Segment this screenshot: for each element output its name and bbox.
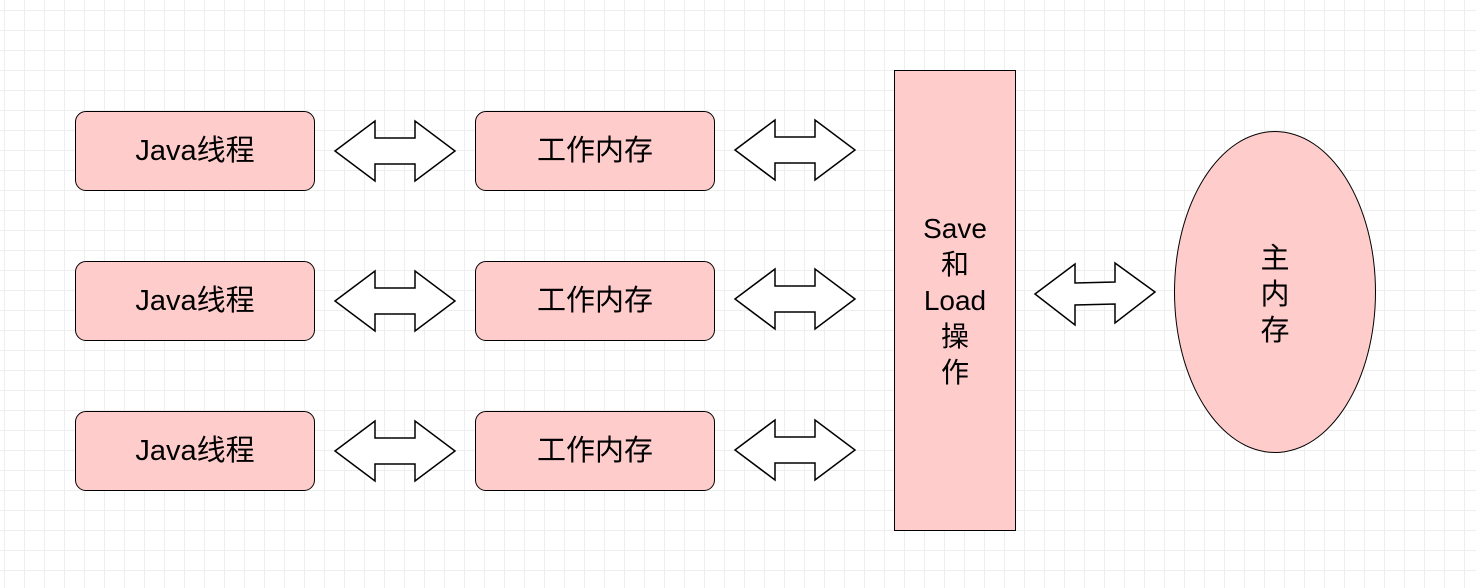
main-memory-node[interactable]: 主 内 存 bbox=[1174, 131, 1376, 453]
save-load-label-line-2: 和 bbox=[940, 248, 969, 280]
thread-workmem-arrow-1[interactable] bbox=[333, 119, 457, 183]
main-memory-label-line-2: 内 bbox=[1260, 279, 1290, 311]
save-load-label-line-4: 操 bbox=[940, 320, 969, 352]
working-memory-node-1[interactable]: 工作内存 bbox=[475, 111, 715, 191]
save-load-operation-node[interactable]: Save 和 Load 操 作 bbox=[894, 70, 1016, 531]
workmem-saveload-arrow-1[interactable] bbox=[733, 118, 857, 182]
main-memory-label-line-3: 存 bbox=[1260, 315, 1290, 347]
saveload-mainmem-arrow[interactable] bbox=[1033, 261, 1157, 327]
working-memory-node-2[interactable]: 工作内存 bbox=[475, 261, 715, 341]
working-memory-node-3[interactable]: 工作内存 bbox=[475, 411, 715, 491]
save-load-label-line-1: Save bbox=[923, 212, 987, 244]
main-memory-label-line-1: 主 bbox=[1260, 243, 1290, 275]
thread-workmem-arrow-3[interactable] bbox=[333, 419, 457, 483]
save-load-label-line-3: Load bbox=[923, 284, 987, 316]
save-load-label-line-5: 作 bbox=[940, 356, 969, 388]
java-thread-node-1[interactable]: Java线程 bbox=[75, 111, 315, 191]
thread-workmem-arrow-2[interactable] bbox=[333, 269, 457, 333]
java-thread-node-3[interactable]: Java线程 bbox=[75, 411, 315, 491]
workmem-saveload-arrow-2[interactable] bbox=[733, 267, 857, 331]
java-thread-node-2[interactable]: Java线程 bbox=[75, 261, 315, 341]
workmem-saveload-arrow-3[interactable] bbox=[733, 418, 857, 482]
